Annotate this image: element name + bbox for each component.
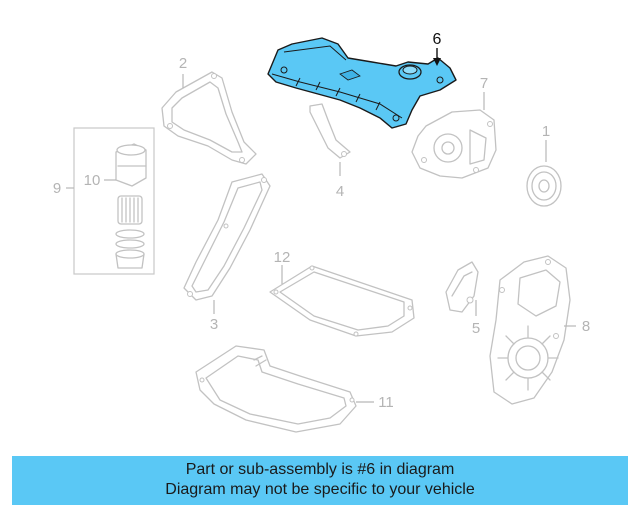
callout-4: 4: [336, 183, 344, 200]
callout-8: 8: [582, 318, 590, 335]
callout-10: 10: [84, 172, 101, 189]
callout-11: 11: [378, 394, 394, 411]
filter-group-box: [73, 127, 155, 275]
callout-5: 5: [472, 320, 480, 337]
callout-3: 3: [210, 316, 218, 333]
valve-cover-part-6[interactable]: [267, 37, 457, 129]
callout-9: 9: [53, 180, 61, 197]
caption-line-2: Diagram may not be specific to your vehi…: [165, 481, 475, 498]
callout-1: 1: [542, 123, 550, 140]
part-4-bracket[interactable]: [309, 103, 351, 159]
callout-7: 7: [480, 75, 488, 92]
part-5-tensioner[interactable]: [445, 261, 479, 313]
part-1-pulley[interactable]: [526, 165, 562, 207]
filter-cap[interactable]: [115, 249, 145, 269]
oil-filter-housing-part-10[interactable]: [115, 143, 147, 187]
oil-filter-element[interactable]: [117, 195, 143, 225]
caption-banner: Part or sub-assembly is #6 in diagram Di…: [12, 456, 628, 505]
part-7-oil-pump[interactable]: [411, 109, 497, 179]
parts-diagram: 6 2 9 10 4 7: [53, 31, 590, 433]
callout-2: 2: [179, 55, 187, 72]
part-2-cover[interactable]: [161, 71, 257, 165]
caption-line-1: Part or sub-assembly is #6 in diagram: [185, 461, 455, 478]
part-3-gasket[interactable]: [183, 173, 271, 301]
part-11-oil-pan[interactable]: [195, 345, 357, 433]
filter-seal-rings[interactable]: [115, 229, 145, 249]
part-8-rear-cover[interactable]: [489, 255, 571, 405]
part-12-pan-gasket[interactable]: [269, 265, 415, 337]
callout-12: 12: [274, 249, 291, 266]
callout-6: 6: [433, 31, 442, 48]
